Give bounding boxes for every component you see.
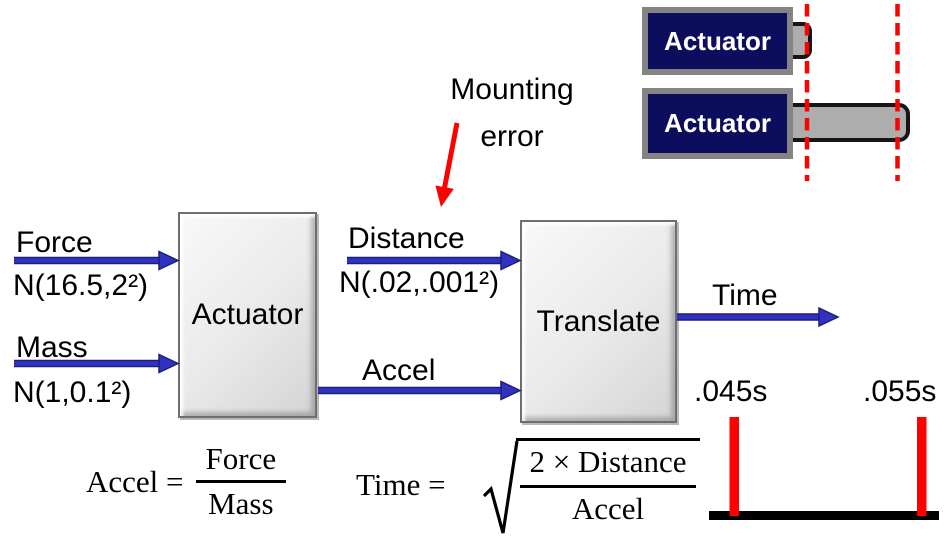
accel-formula: Accel = Force Mass [86,441,287,522]
mounting-error-annotation: Mounting error [437,66,587,160]
mass-distribution: N(1,0.1²) [13,376,132,409]
translate-block-label: Translate [536,304,661,338]
time-formula-radicand: 2 × Distance Accel [516,438,700,527]
time-formula-denominator: Accel [571,491,645,526]
timeline-label-left: .045s [694,375,768,408]
mass-label: Mass [16,331,88,364]
timeline-axis [709,511,939,520]
time-formula-lhs: Time = [356,467,446,502]
timeline-marker-right [917,417,927,516]
accel-label: Accel [362,354,436,387]
distance-label: Distance [348,222,465,255]
actuator-illustration-top-label: Actuator [664,25,771,56]
time-formula: Time = 2 × Distance Accel [356,437,706,538]
timeline-marker-left [729,417,739,516]
force-distribution: N(16.5,2²) [13,269,149,302]
actuator-block-label: Actuator [191,298,304,331]
piston-rod-extended [780,103,910,142]
square-root-radical [482,440,519,534]
timeline-label-right: .055s [863,375,937,408]
accel-formula-fraction: Force Mass [195,441,287,522]
actuator-illustration-bottom-label: Actuator [664,108,771,138]
annotation-line-1: Mounting [450,73,574,106]
accel-formula-denominator: Mass [208,486,274,521]
time-formula-numerator: 2 × Distance [520,441,696,488]
actuator-block: Actuator [178,212,317,418]
force-label: Force [16,226,93,259]
actuator-illustration-top-box: Actuator [642,7,793,75]
actuator-illustration-bottom-box: Actuator [642,88,793,159]
annotation-line-2: error [480,120,544,153]
translate-block: Translate [520,220,677,423]
time-label: Time [712,279,778,312]
distance-distribution: N(.02,.001²) [339,266,500,299]
accel-formula-numerator: Force [195,441,287,483]
accel-formula-lhs: Accel = [86,463,184,499]
